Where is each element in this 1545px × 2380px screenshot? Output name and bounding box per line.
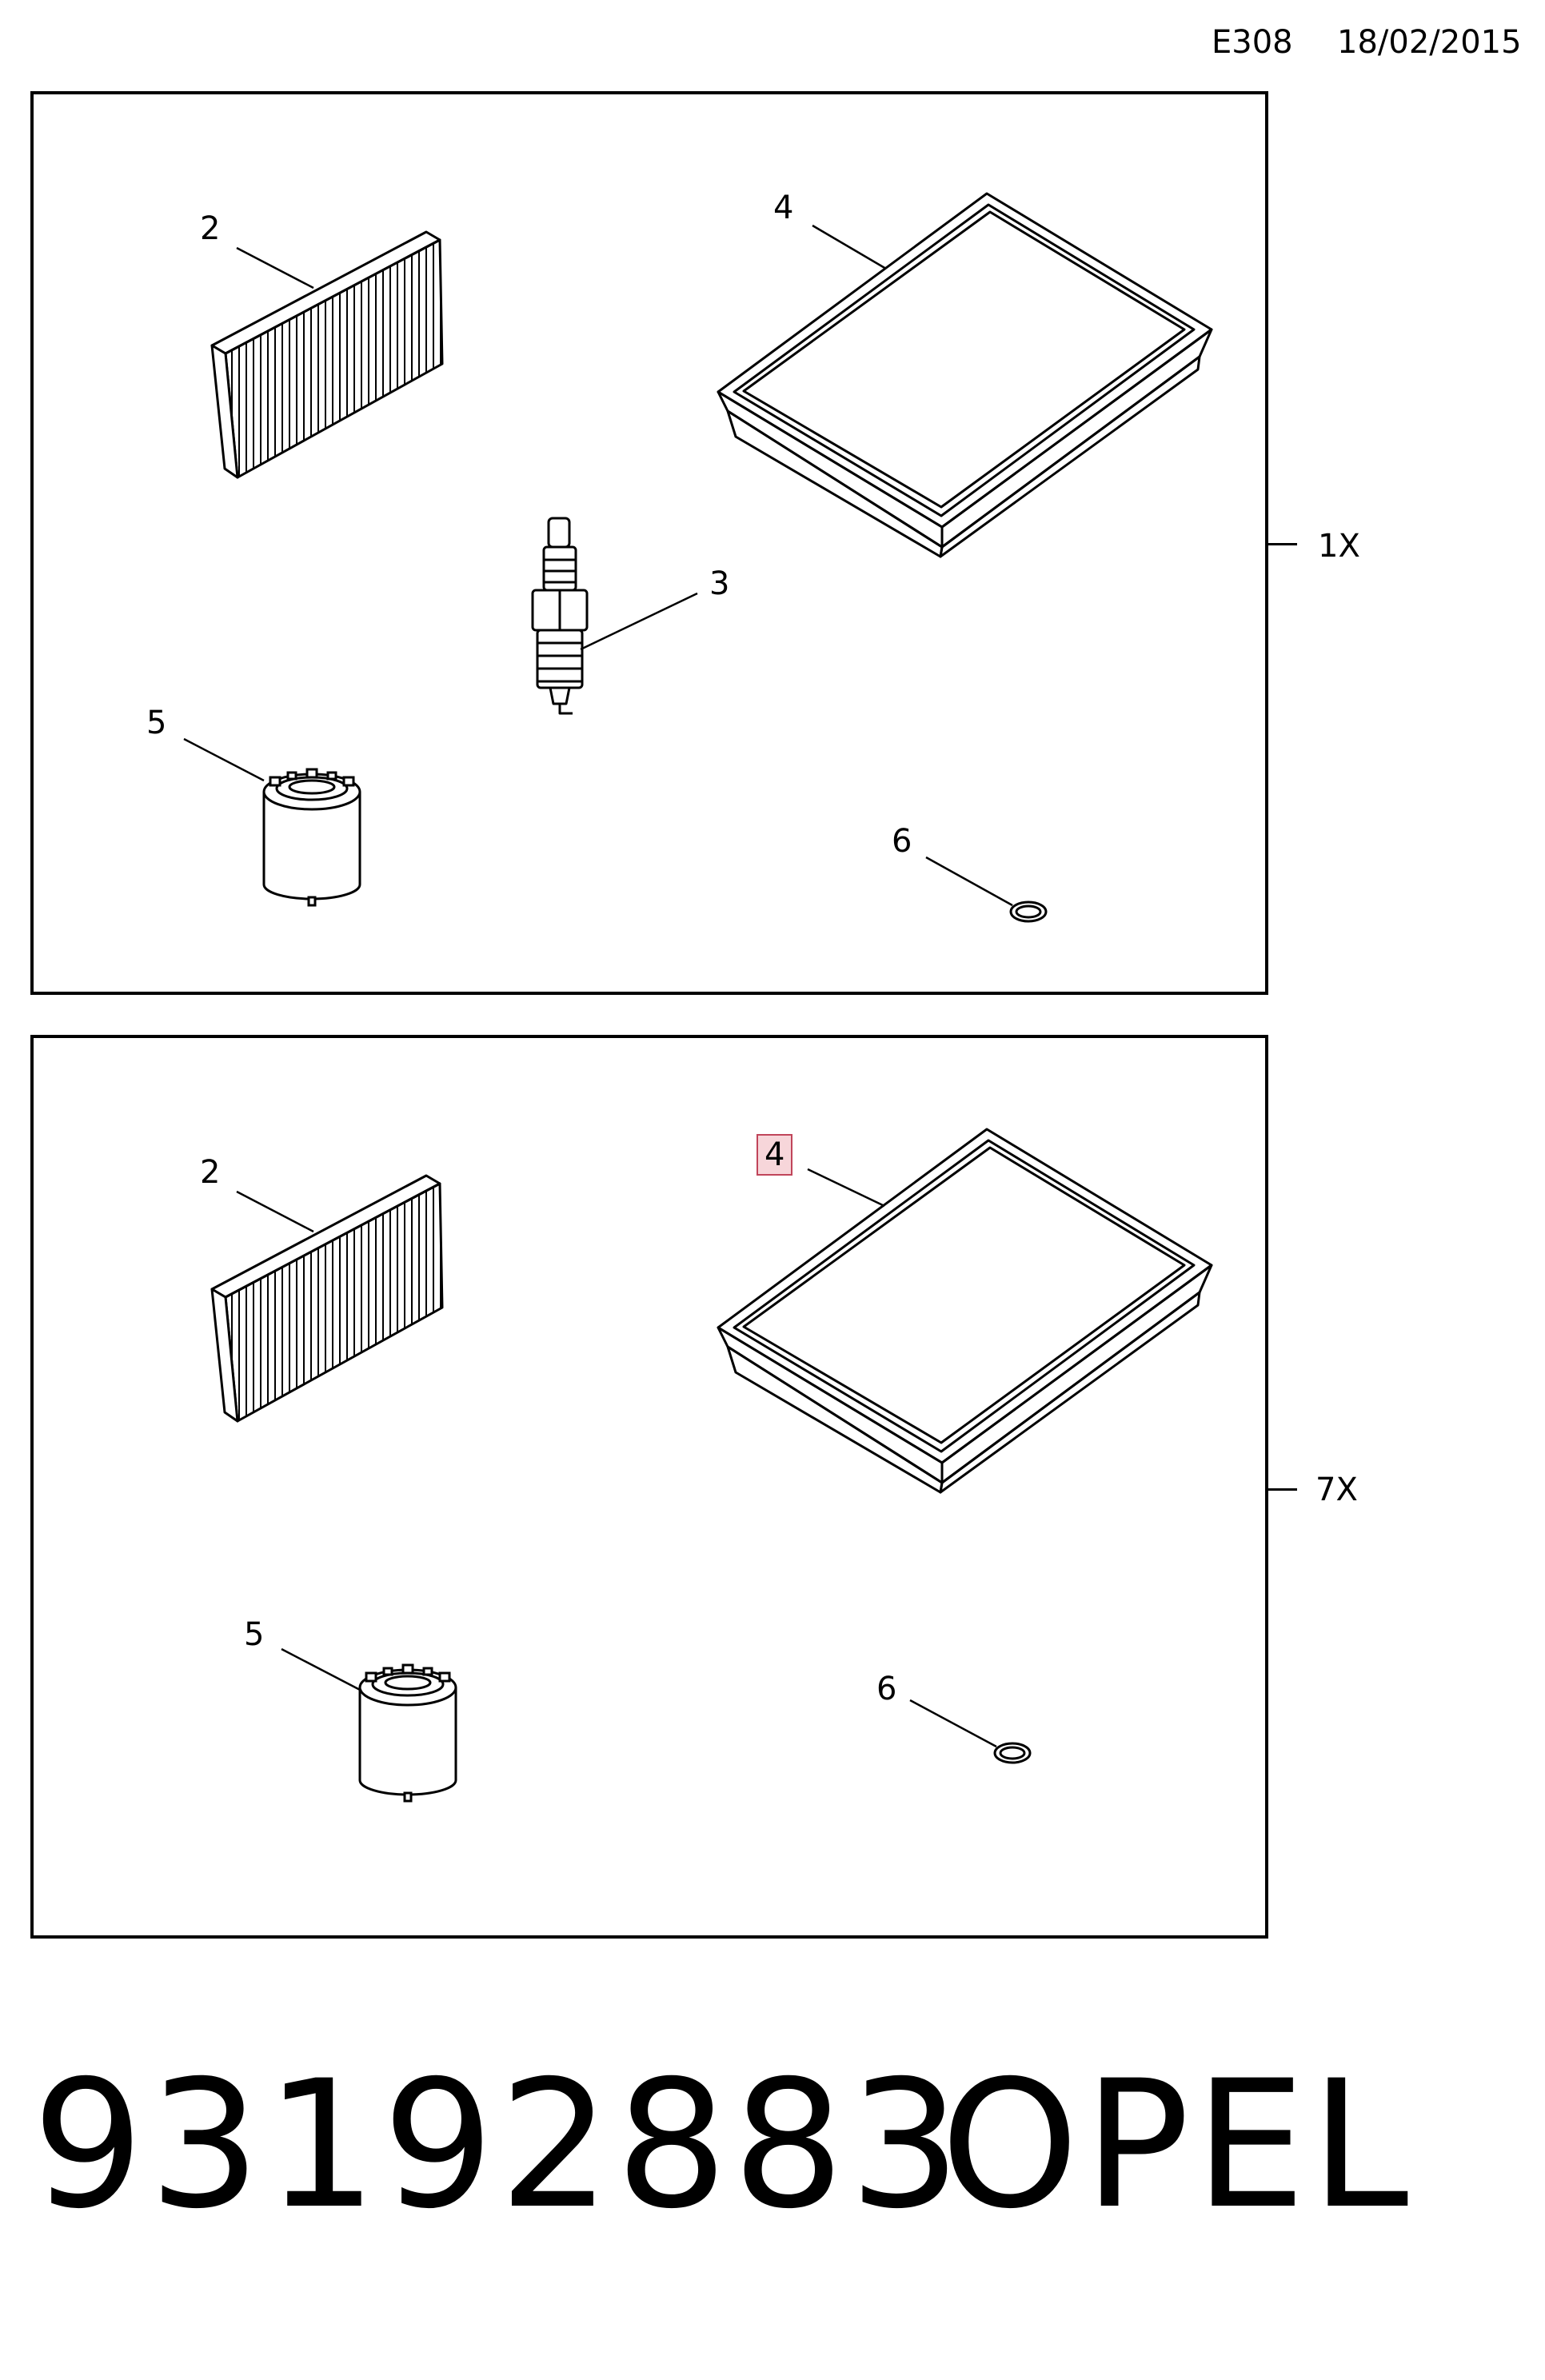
quantity-label-1x: 1X <box>1318 528 1360 565</box>
callout-seal-ring[interactable]: 6 <box>892 823 912 860</box>
callout-seal-ring[interactable]: 6 <box>876 1671 897 1707</box>
spark-plug-part <box>531 517 589 715</box>
oil-filter-part <box>262 768 361 907</box>
kit-panel-7x <box>30 1035 1268 1939</box>
quantity-label-7x: 7X <box>1315 1472 1358 1508</box>
leader-line <box>807 1168 885 1208</box>
leader-line <box>925 856 1013 907</box>
oil-filter-part <box>358 1663 457 1803</box>
leader-line <box>812 224 887 270</box>
diagram-date: 18/02/2015 <box>1337 24 1522 61</box>
leader-line <box>183 737 265 782</box>
leader-line <box>580 592 698 651</box>
seal-ring-part <box>993 1742 1032 1764</box>
air-filter-part <box>717 1128 1213 1494</box>
callout-spark-plug[interactable]: 3 <box>709 565 730 602</box>
callout-air-filter[interactable]: 4 <box>773 190 794 226</box>
leader-line <box>909 1699 997 1748</box>
diagram-code: E308 <box>1212 24 1293 61</box>
callout-cabin-filter[interactable]: 2 <box>200 210 221 247</box>
brand-name: OPEL <box>940 2043 1414 2247</box>
quantity-leader-7x <box>1268 1488 1297 1491</box>
leader-line <box>281 1647 362 1692</box>
callout-air-filter-highlighted[interactable]: 4 <box>757 1134 793 1176</box>
cabin-filter-part <box>210 1174 444 1423</box>
kit-panel-1x <box>30 91 1268 995</box>
leader-line <box>236 246 314 290</box>
seal-ring-part <box>1009 900 1048 923</box>
quantity-leader-1x <box>1268 543 1297 545</box>
leader-line <box>236 1190 314 1233</box>
air-filter-part <box>717 192 1213 558</box>
callout-cabin-filter[interactable]: 2 <box>200 1154 221 1191</box>
part-number: 93192883 <box>32 2043 966 2247</box>
callout-oil-filter[interactable]: 5 <box>244 1616 265 1653</box>
cabin-filter-part <box>210 230 444 479</box>
callout-oil-filter[interactable]: 5 <box>146 705 167 741</box>
